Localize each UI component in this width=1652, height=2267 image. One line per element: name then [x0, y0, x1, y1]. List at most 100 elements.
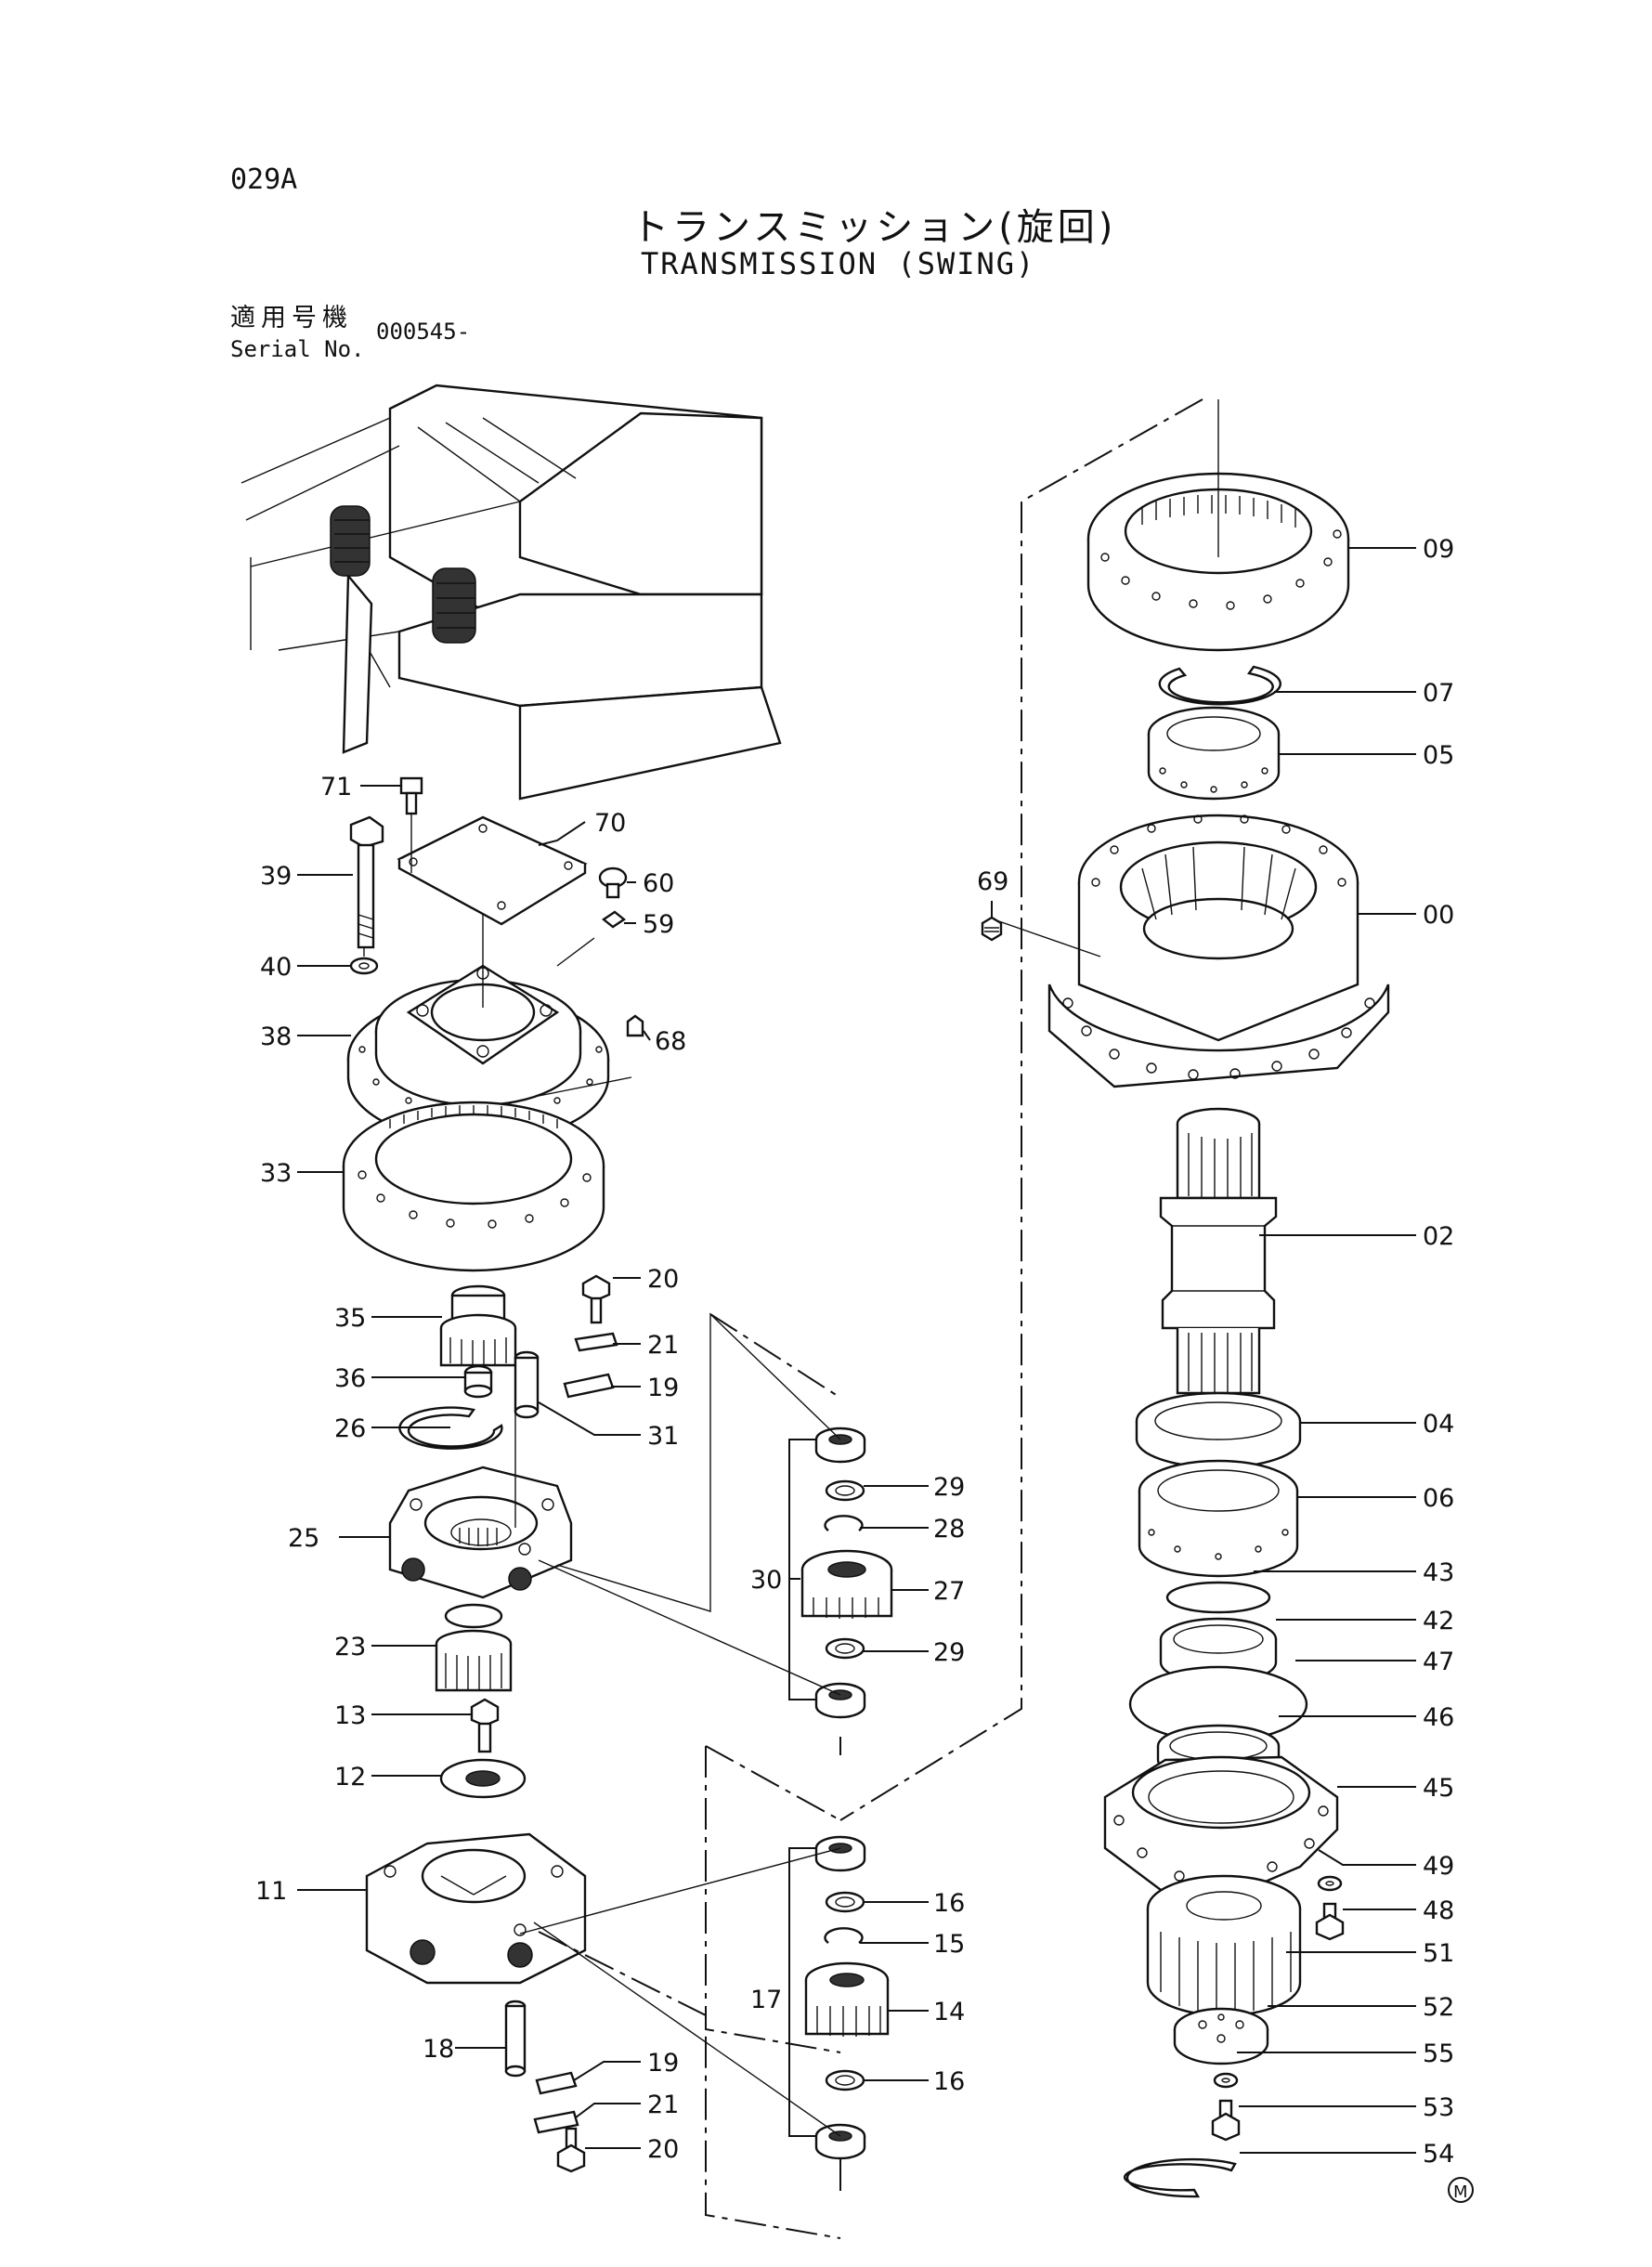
callout-33: 33: [260, 1159, 292, 1188]
callout-43: 43: [1423, 1558, 1454, 1587]
callout-35: 35: [334, 1304, 366, 1333]
callout-labels: 71 70 39 60 59 40 38 68 33 20 35 21 36 1…: [255, 535, 1454, 2169]
dash-chain-lines: [538, 398, 1203, 2239]
cover-plate-70: [397, 815, 588, 926]
bolt-13: [470, 1698, 500, 1753]
callout-16-lower: 16: [933, 2067, 965, 2096]
pin-59: [601, 910, 627, 929]
bolt-71: [399, 776, 423, 850]
ring-gear-09: [1086, 472, 1350, 652]
callout-68: 68: [655, 1027, 686, 1056]
bearing-stack-30: [800, 1427, 893, 1719]
callout-05: 05: [1423, 741, 1454, 770]
planet-gear-23: [435, 1603, 513, 1692]
callout-16-upper: 16: [933, 1889, 965, 1918]
machine-context-illustration: [241, 384, 782, 801]
leader-lines: [297, 547, 1416, 2154]
callout-02: 02: [1423, 1222, 1454, 1251]
snap-ring-07: [1158, 665, 1281, 706]
lock-plate-21-lower: [533, 2110, 579, 2134]
callout-30: 30: [750, 1566, 782, 1595]
callout-29-lower: 29: [933, 1638, 965, 1667]
callout-49: 49: [1423, 1852, 1454, 1881]
callout-04: 04: [1423, 1410, 1454, 1439]
retaining-ring-54: [1123, 2157, 1237, 2198]
callout-40: 40: [260, 953, 292, 982]
planet-carrier-25: [388, 1466, 573, 1599]
plug-60: [598, 866, 628, 899]
planet-carrier-11: [365, 1832, 587, 1985]
callout-12: 12: [334, 1763, 366, 1791]
callout-28: 28: [933, 1515, 965, 1544]
housing-00: [1047, 814, 1390, 1088]
serial-number: 000545-: [376, 319, 471, 345]
bearing-05: [1147, 706, 1281, 801]
callout-11: 11: [255, 1877, 287, 1906]
callout-45: 45: [1423, 1774, 1454, 1803]
bolt-20-lower: [556, 2127, 586, 2173]
callout-27: 27: [933, 1577, 965, 1606]
callout-09: 09: [1423, 535, 1454, 564]
pinion-shaft-02: [1159, 1107, 1278, 1395]
sun-gear-35: [439, 1284, 517, 1367]
pin-31: [514, 1350, 540, 1419]
callout-69: 69: [977, 867, 1008, 896]
callout-17: 17: [750, 1986, 782, 2014]
page-title: TRANSMISSION (SWING): [641, 246, 1036, 281]
callout-53: 53: [1423, 2093, 1454, 2122]
callout-42: 42: [1423, 1607, 1454, 1635]
ring-gear-33: [342, 1101, 605, 1272]
shim-43: [1165, 1581, 1271, 1614]
callout-52: 52: [1423, 1993, 1454, 2022]
callout-15: 15: [933, 1930, 965, 1959]
callout-13: 13: [334, 1701, 366, 1730]
washer-55: [1213, 2072, 1239, 2089]
page-title-japanese: トランスミッション(旋回): [631, 206, 1117, 249]
callout-48: 48: [1423, 1896, 1454, 1925]
callout-51: 51: [1423, 1939, 1454, 1968]
callout-60: 60: [643, 869, 674, 898]
callout-55: 55: [1423, 2039, 1454, 2068]
lock-plate-21-upper: [574, 1332, 618, 1352]
pin-18: [504, 2000, 527, 2078]
page-code: 029A: [230, 163, 298, 196]
callout-36: 36: [334, 1364, 366, 1393]
lock-plate-19-lower: [535, 2071, 578, 2095]
thrust-plate-12: [439, 1758, 527, 1799]
bolt-48: [1315, 1902, 1345, 1941]
callout-20-lower: 20: [647, 2135, 679, 2164]
callout-21-lower: 21: [647, 2091, 679, 2119]
bearing-stack-17: [804, 1835, 890, 2160]
callout-46: 46: [1423, 1703, 1454, 1732]
callout-19-lower: 19: [647, 2049, 679, 2078]
serial-label: Serial No.: [230, 336, 365, 362]
callout-23: 23: [334, 1633, 366, 1661]
callout-14: 14: [933, 1998, 965, 2026]
callout-00: 00: [1423, 901, 1454, 930]
callout-25: 25: [288, 1524, 319, 1553]
callout-19-upper: 19: [647, 1374, 679, 1402]
plug-68: [626, 1014, 644, 1037]
callout-29-upper: 29: [933, 1473, 965, 1502]
bearing-06: [1138, 1459, 1299, 1578]
callout-26: 26: [334, 1414, 366, 1443]
snap-ring-26: [398, 1406, 503, 1450]
svg-text:M: M: [1453, 2182, 1468, 2202]
callout-39: 39: [260, 862, 292, 891]
washer-49: [1317, 1875, 1343, 1892]
callout-70: 70: [594, 809, 626, 838]
callout-59: 59: [643, 910, 674, 939]
callout-06: 06: [1423, 1484, 1454, 1513]
callout-38: 38: [260, 1023, 292, 1051]
callout-54: 54: [1423, 2140, 1454, 2169]
circled-m-mark: M: [1448, 2177, 1474, 2203]
callout-21-upper: 21: [647, 1331, 679, 1360]
bolt-20-upper: [581, 1274, 611, 1324]
callout-31: 31: [647, 1422, 679, 1451]
callout-18: 18: [423, 2035, 454, 2064]
callout-07: 07: [1423, 679, 1454, 708]
seal-04: [1135, 1391, 1302, 1469]
bolt-53: [1211, 2099, 1241, 2142]
lock-plate-19-upper: [563, 1373, 615, 1399]
